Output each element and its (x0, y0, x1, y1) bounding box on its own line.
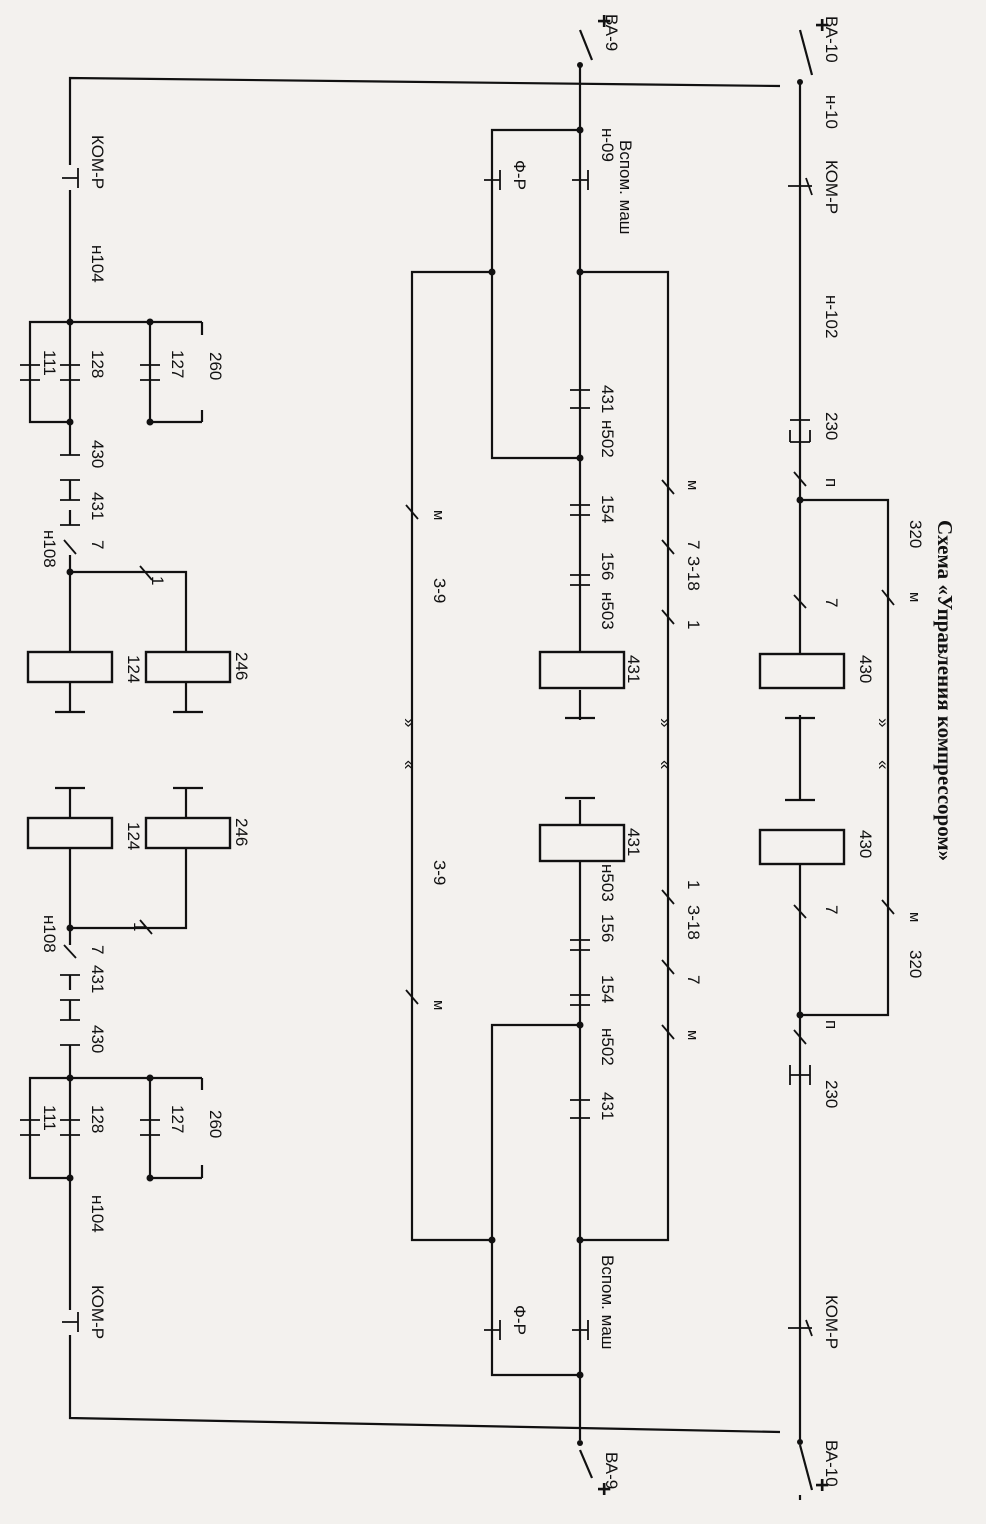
coil-246-bottom (144, 816, 232, 850)
label-kom-r-bottom-right: КОМ-Р (822, 1295, 841, 1349)
label-431-left-bottom: 431 (88, 965, 107, 993)
label-kom-r-bottom-left: КОМ-Р (88, 1285, 107, 1339)
column-left (20, 76, 781, 1434)
label-n503-bottom: н503 (598, 864, 617, 902)
label-7-bottom-800: 7 (822, 905, 841, 914)
label-kom-r-top-right: КОМ-Р (822, 160, 841, 214)
label-n102: н-102 (822, 295, 841, 338)
label-431-top-contact: 431 (598, 385, 617, 413)
label-chevrons-top: » (874, 718, 893, 727)
label-chev-412-top: » (400, 718, 419, 727)
label-260-bottom: 260 (206, 1110, 225, 1138)
label-430-coil-bottom: 430 (856, 830, 875, 858)
label-vspom-bottom: Вспом. маш (598, 1255, 617, 1349)
coil-430-bottom (758, 828, 846, 866)
label-n104-top: н104 (88, 245, 107, 283)
label-1-left-bottom: 1 (130, 922, 149, 931)
diagram-title: Схема «Управления компрессором» (933, 520, 957, 861)
label-kom-r-top-left: КОМ-Р (88, 135, 107, 189)
label-chev-668-bottom: « (656, 760, 675, 769)
label-n10: н-10 (822, 95, 841, 129)
label-7-left-bottom: 7 (88, 945, 107, 954)
label-111-bottom: 111 (40, 1105, 59, 1131)
label-246-top: 246 (232, 652, 251, 680)
label-431-coil-bottom: 431 (624, 828, 643, 856)
label-230-top: 230 (822, 412, 841, 440)
plus-top-mid: + (590, 14, 617, 28)
label-n108-bottom: н108 (40, 915, 59, 953)
label-127-top: 127 (168, 350, 187, 378)
label-n502-top: н502 (598, 420, 617, 458)
coil-431-bottom (538, 823, 626, 863)
label-156-top: 156 (598, 552, 617, 580)
label-127-bottom: 127 (168, 1105, 187, 1133)
label-7-top-800: 7 (822, 598, 841, 607)
label-246-bottom: 246 (232, 818, 251, 846)
label-124-bottom: 124 (124, 822, 143, 850)
label-430-coil-top: 430 (856, 655, 875, 683)
label-n104-bottom: н104 (88, 1195, 107, 1233)
label-m-320-top: м (906, 592, 923, 602)
label-7-left-top: 7 (88, 540, 107, 549)
label-p-top: п (822, 478, 841, 487)
label-ba10-top: ВА-10 (822, 16, 841, 63)
label-431-left-top: 431 (88, 492, 107, 520)
label-n09: н-09 (598, 128, 617, 162)
label-n503-top: н503 (598, 592, 617, 630)
label-156-bottom: 156 (598, 914, 617, 942)
plus-bottom-mid: + (590, 1482, 617, 1496)
label-320-bottom: 320 (906, 950, 925, 978)
label-230-bottom: 230 (822, 1080, 841, 1108)
label-m-668-top: м (684, 480, 701, 490)
label-ba9-top: ВА-9 (602, 14, 621, 51)
label-z18-bottom: З-18 (684, 905, 703, 940)
label-m-320-bottom: м (906, 912, 923, 922)
label-128-top: 128 (88, 350, 107, 378)
label-fr-top: Ф-Р (510, 160, 529, 190)
label-z18-top: З-18 (684, 556, 703, 591)
plus-bottom-right: + (808, 1478, 835, 1492)
label-chevrons-bottom: « (874, 760, 893, 769)
label-chev-412-bottom: « (400, 760, 419, 769)
coil-430-top (758, 652, 846, 690)
label-111-top: 111 (40, 350, 59, 376)
label-m-668-bottom: м (684, 1030, 701, 1040)
label-fr-bottom: Ф-Р (510, 1305, 529, 1335)
label-1-668-top: 1 (684, 620, 703, 629)
label-1-left-top: 1 (148, 576, 167, 585)
label-m-412-top: м (430, 510, 447, 520)
column-ba9: » « » « (400, 29, 675, 1479)
coil-124-bottom (26, 816, 114, 850)
label-260-top: 260 (206, 352, 225, 380)
label-128-bottom: 128 (88, 1105, 107, 1133)
label-430-left-top: 430 (88, 440, 107, 468)
label-154-top: 154 (598, 495, 617, 523)
label-vspom-top: Вспом. маш (616, 140, 635, 234)
coil-431-top (538, 650, 626, 690)
label-m-412-bottom: м (430, 1000, 447, 1010)
column-ba10: » « (758, 29, 895, 1500)
plus-top-right: + (808, 18, 835, 32)
label-ba9-bottom: ВА-9 (602, 1452, 621, 1489)
label-430-left-bottom: 430 (88, 1025, 107, 1053)
label-431-bottom-contact: 431 (598, 1092, 617, 1120)
coil-124-top (26, 650, 114, 684)
label-1-668-bottom: 1 (684, 880, 703, 889)
label-7-668-top: 7 (684, 540, 703, 549)
label-n502-bottom: н502 (598, 1028, 617, 1066)
label-154-bottom: 154 (598, 975, 617, 1003)
label-z9-top: З-9 (430, 578, 449, 603)
coil-246-top (144, 650, 232, 684)
label-7-668-bottom: 7 (684, 975, 703, 984)
label-ba10-bottom: ВА-10 (822, 1440, 841, 1487)
label-p-bottom: п (822, 1020, 841, 1029)
label-124-top: 124 (124, 655, 143, 683)
label-chev-668-top: » (656, 718, 675, 727)
label-431-coil-top: 431 (624, 655, 643, 683)
label-z9-bottom: З-9 (430, 860, 449, 885)
label-320-top: 320 (906, 520, 925, 548)
label-n108-top: н108 (40, 530, 59, 568)
